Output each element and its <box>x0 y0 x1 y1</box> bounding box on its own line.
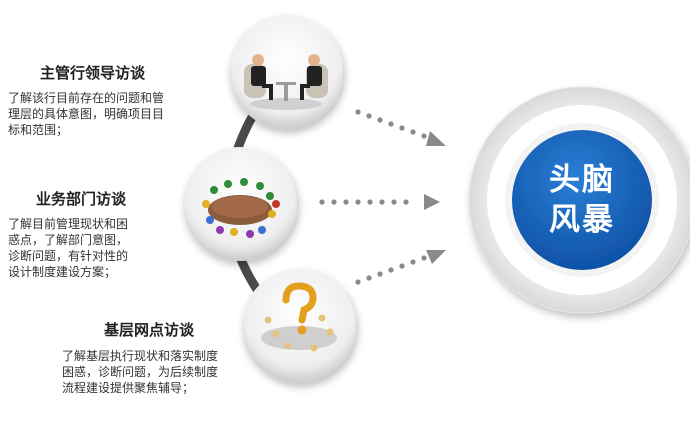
business-meeting-icon <box>244 54 328 110</box>
node-leadership <box>229 15 343 129</box>
desc-line: 设计制度建设方案； <box>8 265 117 279</box>
center-label: 头脑 风暴 <box>521 160 643 240</box>
desc-line: 困惑，诊断问题，为后续制度 <box>62 365 219 379</box>
node-branch <box>242 269 356 383</box>
desc-line: 惑点，了解部门意图， <box>8 233 129 247</box>
center-label-line: 风暴 <box>549 202 615 238</box>
desc-line: 标和范围； <box>8 123 69 137</box>
section-desc-leadership: 了解该行目前存在的问题和管 理层的具体意图，明确项目目 标和范围； <box>8 90 164 138</box>
section-desc-department: 了解目前管理现状和困 惑点，了解部门意图， 诊断问题，有针对性的 设计制度建设方… <box>8 216 128 280</box>
section-title-branch: 基层网点访谈 <box>104 321 195 339</box>
arrow-middle <box>319 194 440 210</box>
round-table-meeting-icon <box>202 178 280 238</box>
desc-line: 了解基层执行现状和落实制度 <box>62 349 219 363</box>
arrow-top <box>355 109 446 146</box>
section-title-department: 业务部门访谈 <box>36 190 127 208</box>
desc-line: 流程建设提供聚焦辅导； <box>62 381 195 395</box>
center-label-line: 头脑 <box>549 162 615 198</box>
question-mark-figures-icon <box>261 282 337 352</box>
section-title-leadership: 主管行领导访谈 <box>40 64 146 82</box>
arrow-bottom <box>355 250 446 285</box>
desc-line: 诊断问题，有针对性的 <box>8 249 129 263</box>
section-desc-branch: 了解基层执行现状和落实制度 困惑，诊断问题，为后续制度 流程建设提供聚焦辅导； <box>62 348 218 396</box>
desc-line: 理层的具体意图，明确项目目 <box>8 107 165 121</box>
center-node <box>468 86 690 314</box>
node-department <box>183 147 297 261</box>
desc-line: 了解目前管理现状和困 <box>8 217 129 231</box>
desc-line: 了解该行目前存在的问题和管 <box>8 91 165 105</box>
